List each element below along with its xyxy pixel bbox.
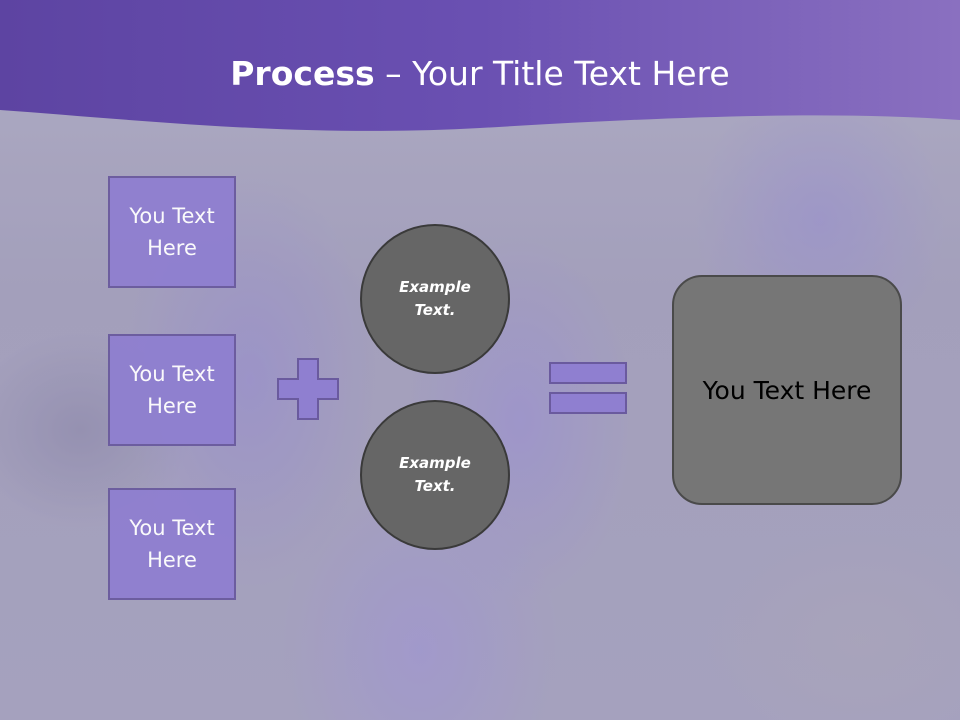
title-rest: – Your Title Text Here <box>374 54 730 93</box>
equals-icon <box>549 362 627 414</box>
result-box[interactable]: You Text Here <box>672 275 902 505</box>
example-circle-2[interactable]: Example Text. <box>360 400 510 550</box>
slide-title: Process – Your Title Text Here <box>0 52 960 96</box>
plus-icon <box>277 358 339 420</box>
title-bold: Process <box>230 54 375 93</box>
circle-label: Example Text. <box>399 278 471 319</box>
example-circle-1[interactable]: Example Text. <box>360 224 510 374</box>
text-box-label: You Text Here <box>129 362 215 418</box>
text-box-3[interactable]: You Text Here <box>108 488 236 600</box>
circle-label: Example Text. <box>399 454 471 495</box>
text-box-label: You Text Here <box>129 204 215 260</box>
text-box-2[interactable]: You Text Here <box>108 334 236 446</box>
text-box-1[interactable]: You Text Here <box>108 176 236 288</box>
result-label: You Text Here <box>702 375 872 405</box>
text-box-label: You Text Here <box>129 516 215 572</box>
header-banner <box>0 0 960 131</box>
